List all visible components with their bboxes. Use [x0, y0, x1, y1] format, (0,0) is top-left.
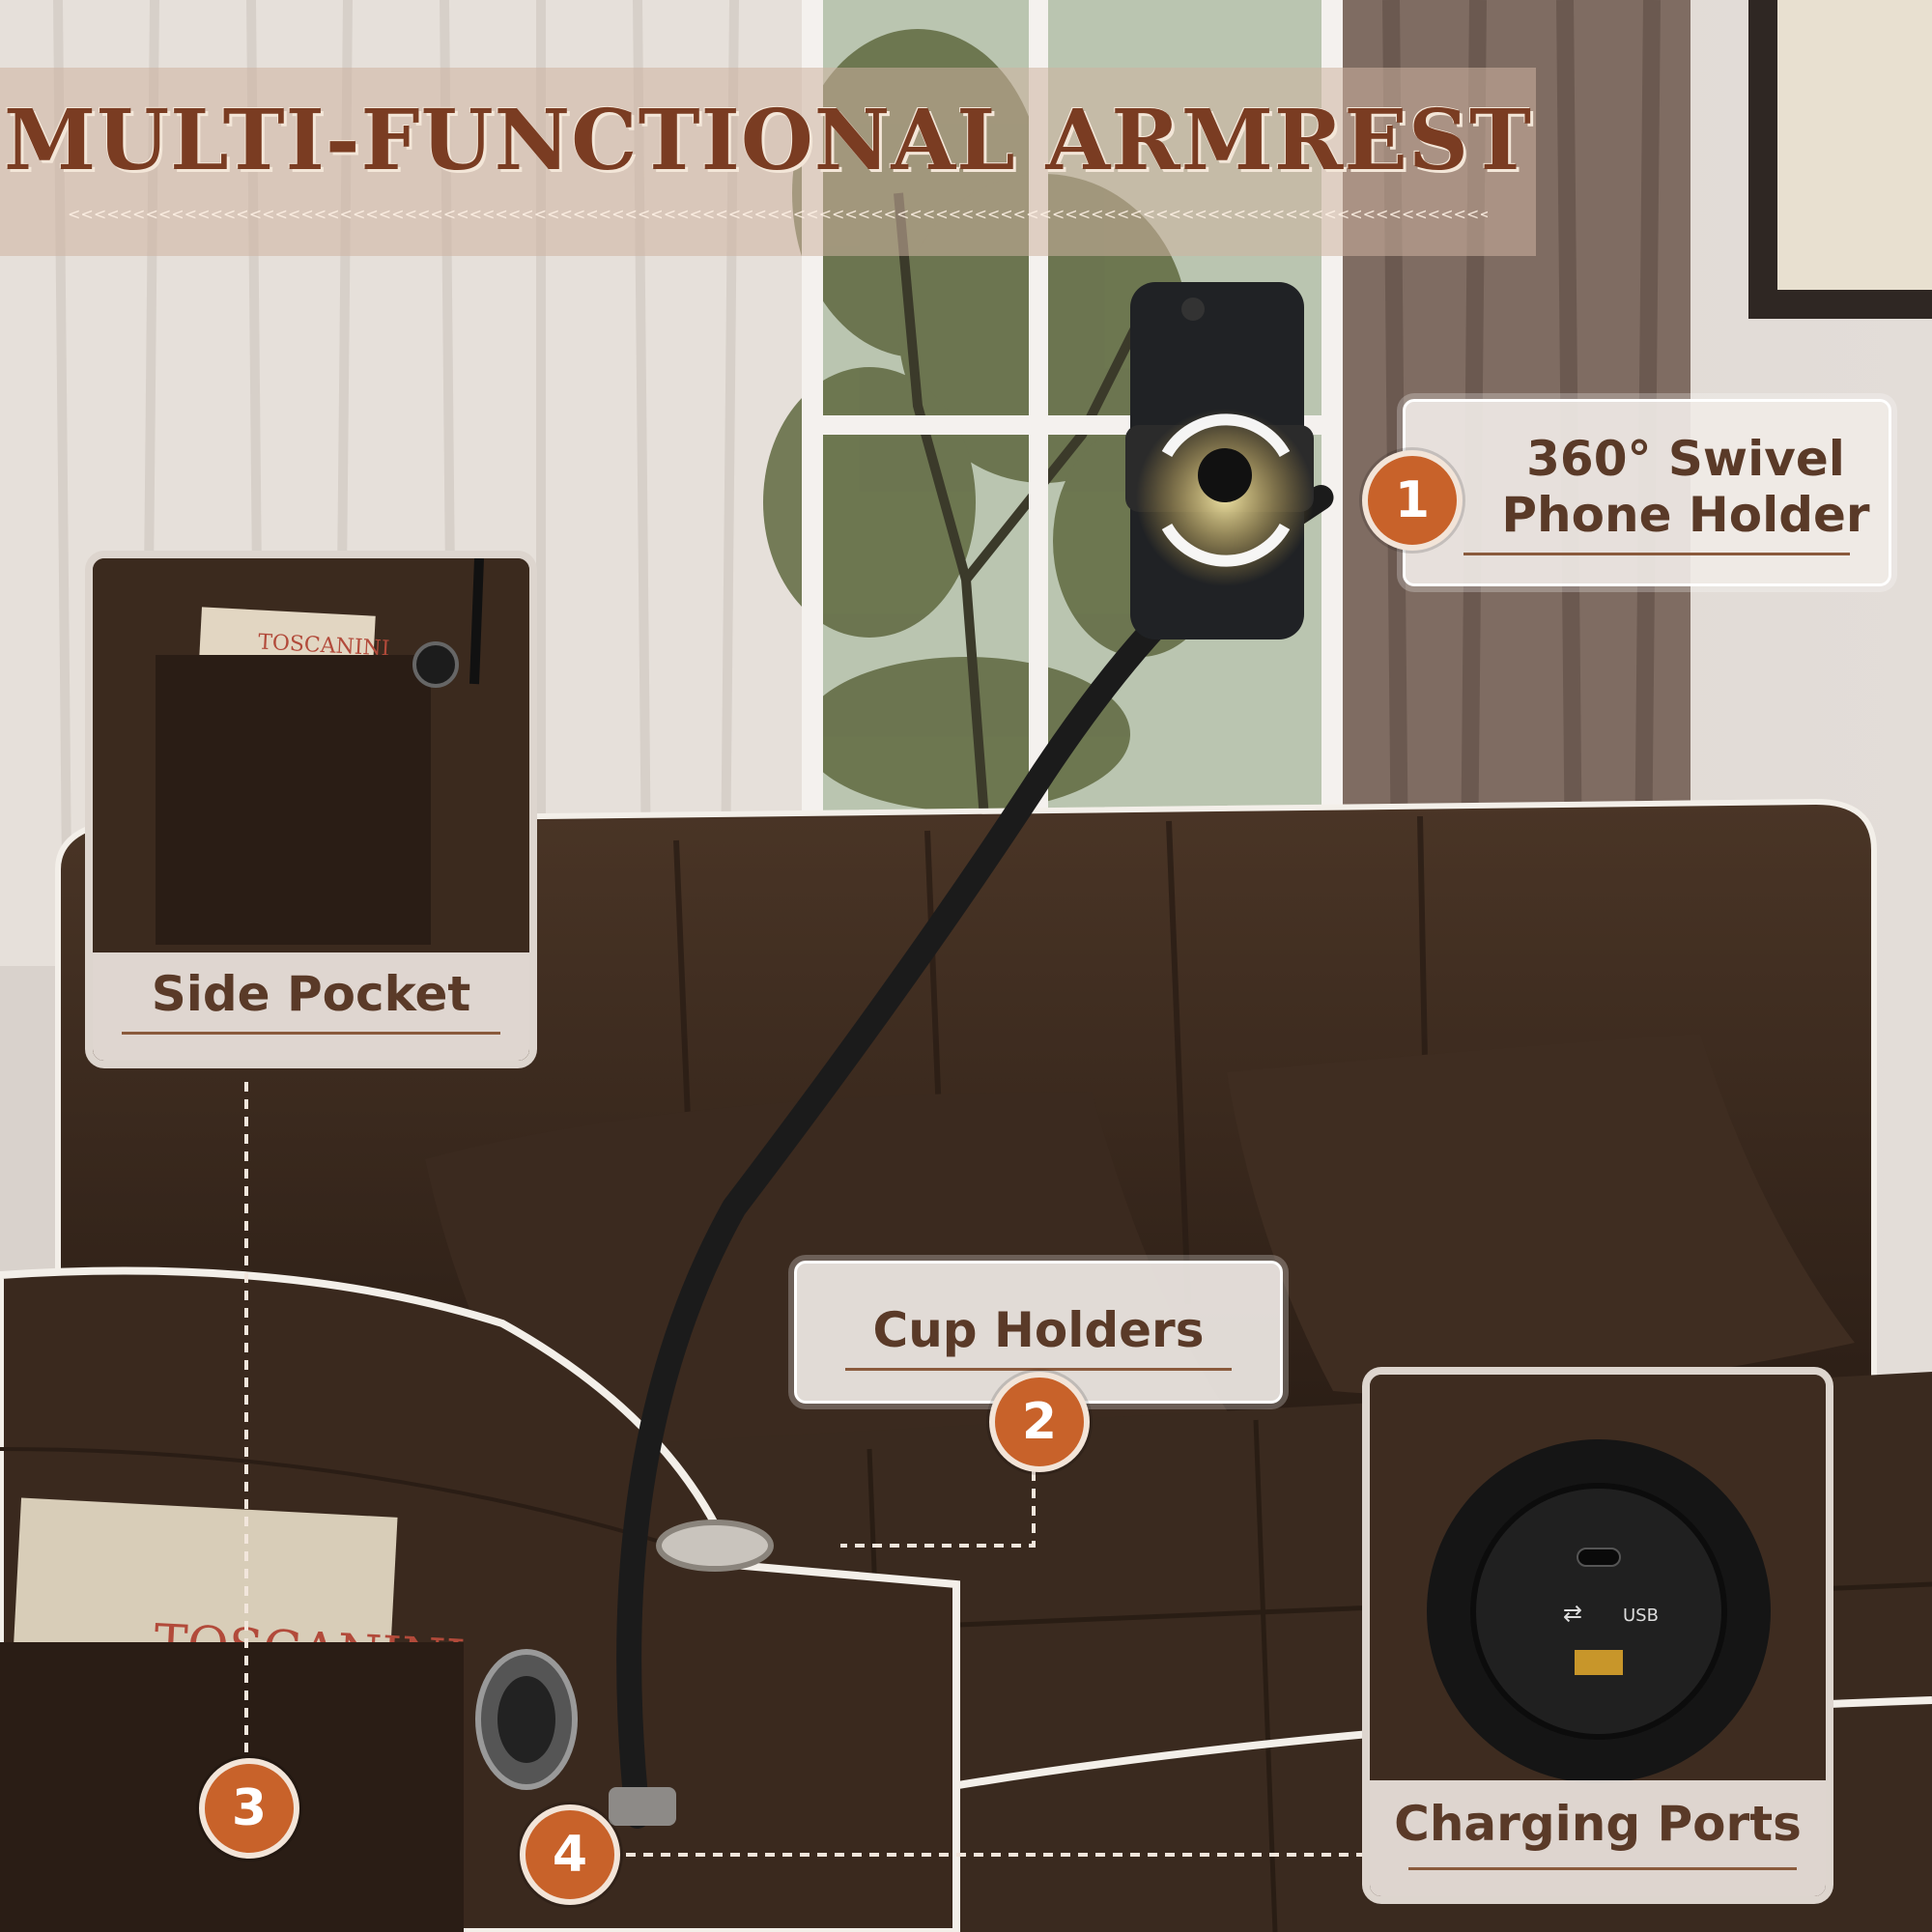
usb-icon: ⇄ [1563, 1600, 1582, 1627]
title-divider: <<<<<<<<<<<<<<<<<<<<<<<<<<<<<<<<<<<<<<<<… [68, 208, 1488, 221]
cup-holders-label: Cup Holders [872, 1302, 1205, 1358]
inset-charging-ports: USB ⇄ Charging Ports [1362, 1367, 1833, 1904]
badge-1: 1 [1362, 450, 1463, 551]
inset-side-pocket: TOSCANINI Side Pocket [85, 551, 537, 1068]
charging-ports-label: Charging Ports [1394, 1796, 1802, 1852]
ornament-divider [1408, 1867, 1797, 1870]
callout-cup-holders: Cup Holders [794, 1261, 1283, 1404]
side-pocket-label: Side Pocket [151, 966, 471, 1022]
usb-port-label: USB [1623, 1605, 1659, 1626]
badge-3: 3 [199, 1758, 299, 1859]
cup-holder [656, 1520, 774, 1572]
pillow-right [1227, 1034, 1855, 1396]
rotate-arrows-icon [1161, 413, 1291, 567]
charging-ports-label-band: Charging Ports [1370, 1780, 1826, 1896]
badge-2: 2 [989, 1372, 1090, 1472]
ornament-divider [1463, 553, 1850, 555]
callout-phone-holder: 360° Swivel Phone Holder [1403, 399, 1891, 586]
swivel-joint [1198, 448, 1252, 502]
ornament-divider [845, 1368, 1232, 1371]
connector-2 [840, 1454, 1036, 1548]
phone-holder-line2: Phone Holder [1501, 487, 1870, 543]
phone-holder-line1: 360° Swivel [1526, 431, 1845, 487]
badge-4: 4 [520, 1804, 620, 1905]
ornament-divider [122, 1032, 500, 1035]
title-banner [0, 68, 1536, 256]
page-title: MULTI-FUNCTIONAL ARMREST [3, 92, 1533, 189]
side-pocket-label-band: Side Pocket [93, 952, 529, 1061]
